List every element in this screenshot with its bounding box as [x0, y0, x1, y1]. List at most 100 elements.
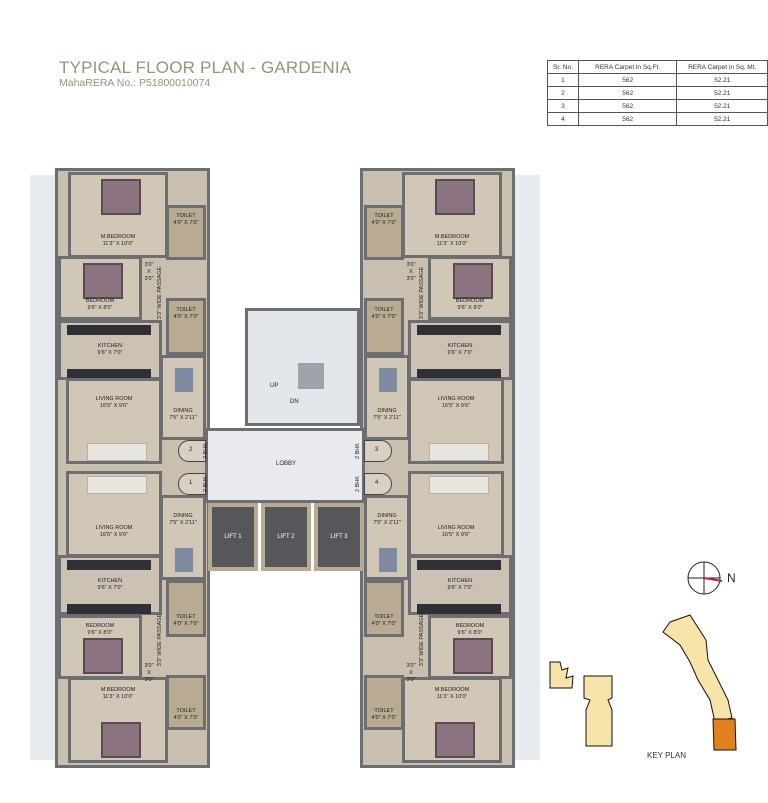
bed — [101, 179, 141, 215]
nook-size-label: 3'0" X 3'0" — [144, 663, 154, 683]
room-size: 11'3" X 10'0" — [436, 240, 468, 247]
room-size: 7'5" X 2'11" — [169, 414, 197, 421]
stair-up-label: UP — [270, 383, 279, 389]
entry-door-0[interactable] — [178, 440, 206, 462]
passage-label: 3'3" WIDE PASSAGE — [157, 613, 164, 667]
lift-label: LIFT 1 — [224, 534, 242, 540]
table-header-row: Sr. No. RERA Carpet in Sq.Ft. RERA Carpe… — [547, 60, 768, 74]
column-header: Sr. No. — [547, 60, 579, 74]
passage-label: 3'3" WIDE PASSAGE — [157, 266, 164, 320]
dining-table — [175, 548, 193, 572]
key-block — [549, 661, 574, 689]
stair-down-label: DN — [290, 399, 299, 405]
room-name: BEDROOM — [85, 298, 115, 305]
bed — [435, 722, 475, 758]
north-label: N — [727, 571, 736, 585]
unit-number: 2 — [189, 447, 193, 453]
entry-door-2[interactable] — [364, 440, 392, 462]
room-name: KITCHEN — [97, 343, 123, 349]
room-name: KITCHEN — [97, 578, 123, 584]
cell: 562 — [577, 112, 678, 126]
lift-label: LIFT 2 — [277, 534, 295, 540]
room-name: M.BEDROOM — [100, 233, 136, 240]
room-size: 9'6" X 8'0" — [87, 305, 113, 312]
room-name: TOILET — [374, 213, 394, 220]
sofa — [87, 476, 147, 494]
rera-carpet-table: Sr. No. RERA Carpet in Sq.Ft. RERA Carpe… — [547, 60, 768, 126]
kitchen-counter — [67, 325, 151, 335]
entry-door-1[interactable] — [178, 473, 206, 495]
lift-1: LIFT 1 — [208, 503, 258, 571]
kitchen-counter — [417, 369, 501, 379]
cell: 52.21 — [676, 73, 768, 87]
kitchen-counter — [417, 560, 501, 570]
room-name: M.BEDROOM — [100, 687, 136, 694]
rera-number: MahaRERA No.: P51800010074 — [59, 77, 211, 89]
room-size: 11'3" X 10'0" — [102, 694, 134, 701]
unit-type-label: 2 BHK — [354, 476, 361, 492]
lobby-label: LOBBY — [276, 461, 297, 467]
room-name: BEDROOM — [455, 622, 485, 629]
page-title: TYPICAL FLOOR PLAN - GARDENIA — [59, 58, 352, 77]
lift-2: LIFT 2 — [261, 503, 311, 571]
bed — [453, 638, 493, 674]
column-header: RERA Carpet in Sq. Mt. — [676, 60, 768, 74]
unit-number: 1 — [189, 480, 193, 486]
bed — [453, 263, 493, 299]
room-name: TOILET — [176, 213, 196, 220]
room-name: M.BEDROOM — [434, 233, 470, 240]
room-size: 16'5" X 9'6" — [441, 403, 471, 410]
key-block — [583, 675, 613, 747]
room-size: 7'5" X 2'11" — [373, 520, 401, 527]
passage-label: 3'3" WIDE PASSAGE — [419, 266, 426, 320]
room-name: TOILET — [374, 306, 394, 313]
room-size: 4'0" X 7'0" — [371, 714, 397, 721]
sofa — [429, 443, 489, 461]
nook-size-label: 3'0" X 3'0" — [406, 262, 416, 282]
room-name: DINING — [377, 407, 397, 414]
entry-door-3[interactable] — [364, 473, 392, 495]
cell: 52.21 — [676, 86, 768, 100]
cell: 562 — [577, 99, 678, 113]
exterior-shadow — [510, 175, 540, 760]
room-name: LIVING ROOM — [437, 396, 475, 403]
lift-label: LIFT 3 — [330, 534, 348, 540]
dining-table — [379, 548, 397, 572]
room-size: 9'6" X 8'0" — [457, 629, 483, 636]
room-name: LIVING ROOM — [437, 524, 475, 531]
dining-table — [175, 368, 193, 392]
column-header: RERA Carpet in Sq.Ft. — [577, 60, 678, 74]
room-size: 9'6" X 7'0" — [447, 585, 473, 591]
room-size: 11'3" X 10'0" — [102, 240, 134, 247]
room-size: 9'6" X 7'0" — [97, 585, 123, 591]
key-plan — [549, 561, 737, 751]
cell: 52.21 — [676, 112, 768, 126]
room-size: 16'5" X 9'6" — [99, 531, 129, 538]
unit-number: 4 — [375, 480, 379, 486]
